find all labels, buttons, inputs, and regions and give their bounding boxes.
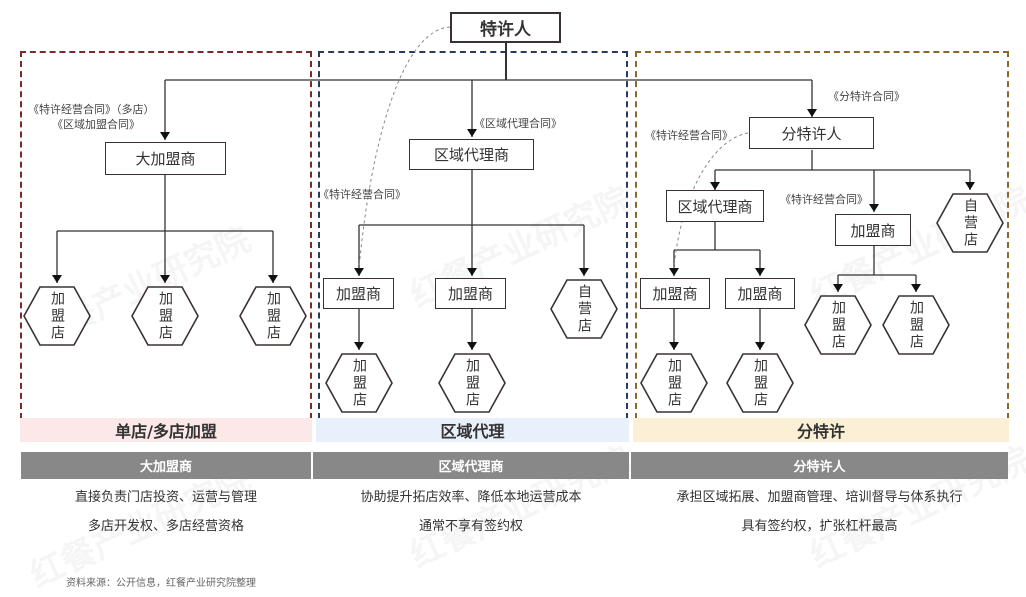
source-note: 资料来源：公开信息，红餐产业研究院整理 (66, 578, 256, 589)
band-single-multi: 单店/多店加盟 (20, 418, 312, 442)
franchise-store-node: 加盟店 (23, 286, 91, 346)
region-sub-franchise (635, 51, 1009, 419)
contract-label: 《特许经营合同》 (318, 188, 406, 201)
role-header-area-agent: 区域代理商 (313, 452, 629, 479)
contract-label: 《特许经营合同》 (645, 129, 733, 142)
franchise-store-node: 加盟店 (640, 353, 708, 413)
franchise-store-node: 加盟店 (131, 286, 199, 346)
area-agent-node: 区域代理商 (409, 139, 534, 170)
franchise-store-node: 加盟店 (804, 295, 872, 355)
store-label: 加盟店 (908, 299, 924, 351)
store-label: 加盟店 (157, 290, 173, 342)
hexagon-shape (936, 193, 1004, 253)
store-label: 加盟店 (49, 290, 65, 342)
description-line: 协助提升拓店效率、降低本地运营成本 (360, 490, 582, 505)
store-label: 自营店 (576, 283, 592, 335)
self-operated-store-node: 自营店 (936, 193, 1004, 253)
role-header-sub-franchisor: 分特许人 (631, 452, 1008, 479)
franchisee-node: 加盟商 (323, 278, 394, 309)
hexagon-shape (131, 286, 199, 346)
description-line: 直接负责门店投资、运营与管理 (74, 490, 257, 505)
store-label: 加盟店 (464, 357, 480, 409)
hexagon-shape (804, 295, 872, 355)
contract-label: 《分特许合同》 (828, 90, 905, 103)
franchise-store-node: 加盟店 (882, 295, 950, 355)
franchisee-node: 加盟商 (835, 214, 911, 246)
franchisor-node: 特许人 (450, 12, 561, 43)
hexagon-shape (726, 353, 794, 413)
hexagon-shape (640, 353, 708, 413)
store-label: 加盟店 (666, 357, 682, 409)
store-label: 加盟店 (752, 357, 768, 409)
self-operated-store-node: 自营店 (550, 279, 618, 339)
area-agent-node: 区域代理商 (666, 190, 764, 222)
franchisee-node: 加盟商 (435, 278, 506, 309)
region-area-agent (318, 51, 628, 419)
band-area-agent: 区域代理 (316, 418, 629, 442)
store-label: 加盟店 (351, 357, 367, 409)
role-header-master-franchisee: 大加盟商 (21, 452, 311, 479)
contract-label: 《区域加盟合同》 (52, 118, 140, 131)
region-single-multi (20, 51, 312, 419)
hexagon-shape (550, 279, 618, 339)
contract-label: 《特许经营合同》 (780, 193, 868, 206)
store-label: 自营店 (962, 197, 978, 249)
hexagon-shape (882, 295, 950, 355)
franchise-store-node: 加盟店 (726, 353, 794, 413)
hexagon-shape (438, 353, 506, 413)
sub-franchisor-node: 分特许人 (749, 117, 874, 149)
band-sub-franchise: 分特许 (633, 418, 1009, 442)
contract-label: 《区域代理合同》 (474, 117, 562, 130)
description-line: 具有签约权，扩张杠杆最高 (741, 519, 898, 534)
franchisee-node: 加盟商 (640, 278, 710, 309)
description-line: 多店开发权、多店经营资格 (87, 519, 244, 534)
franchise-store-node: 加盟店 (325, 353, 393, 413)
franchise-store-node: 加盟店 (239, 286, 307, 346)
franchise-store-node: 加盟店 (438, 353, 506, 413)
master-franchisee-node: 大加盟商 (105, 142, 226, 175)
hexagon-shape (23, 286, 91, 346)
description-line: 通常不享有签约权 (418, 519, 523, 534)
description-line: 承担区域拓展、加盟商管理、培训督导与体系执行 (676, 490, 963, 505)
store-label: 加盟店 (830, 299, 846, 351)
contract-label: 《特许经营合同》（多店） (28, 103, 155, 116)
hexagon-shape (325, 353, 393, 413)
store-label: 加盟店 (265, 290, 281, 342)
hexagon-shape (239, 286, 307, 346)
connector-lines (52, 26, 975, 350)
franchisee-node: 加盟商 (725, 278, 795, 309)
